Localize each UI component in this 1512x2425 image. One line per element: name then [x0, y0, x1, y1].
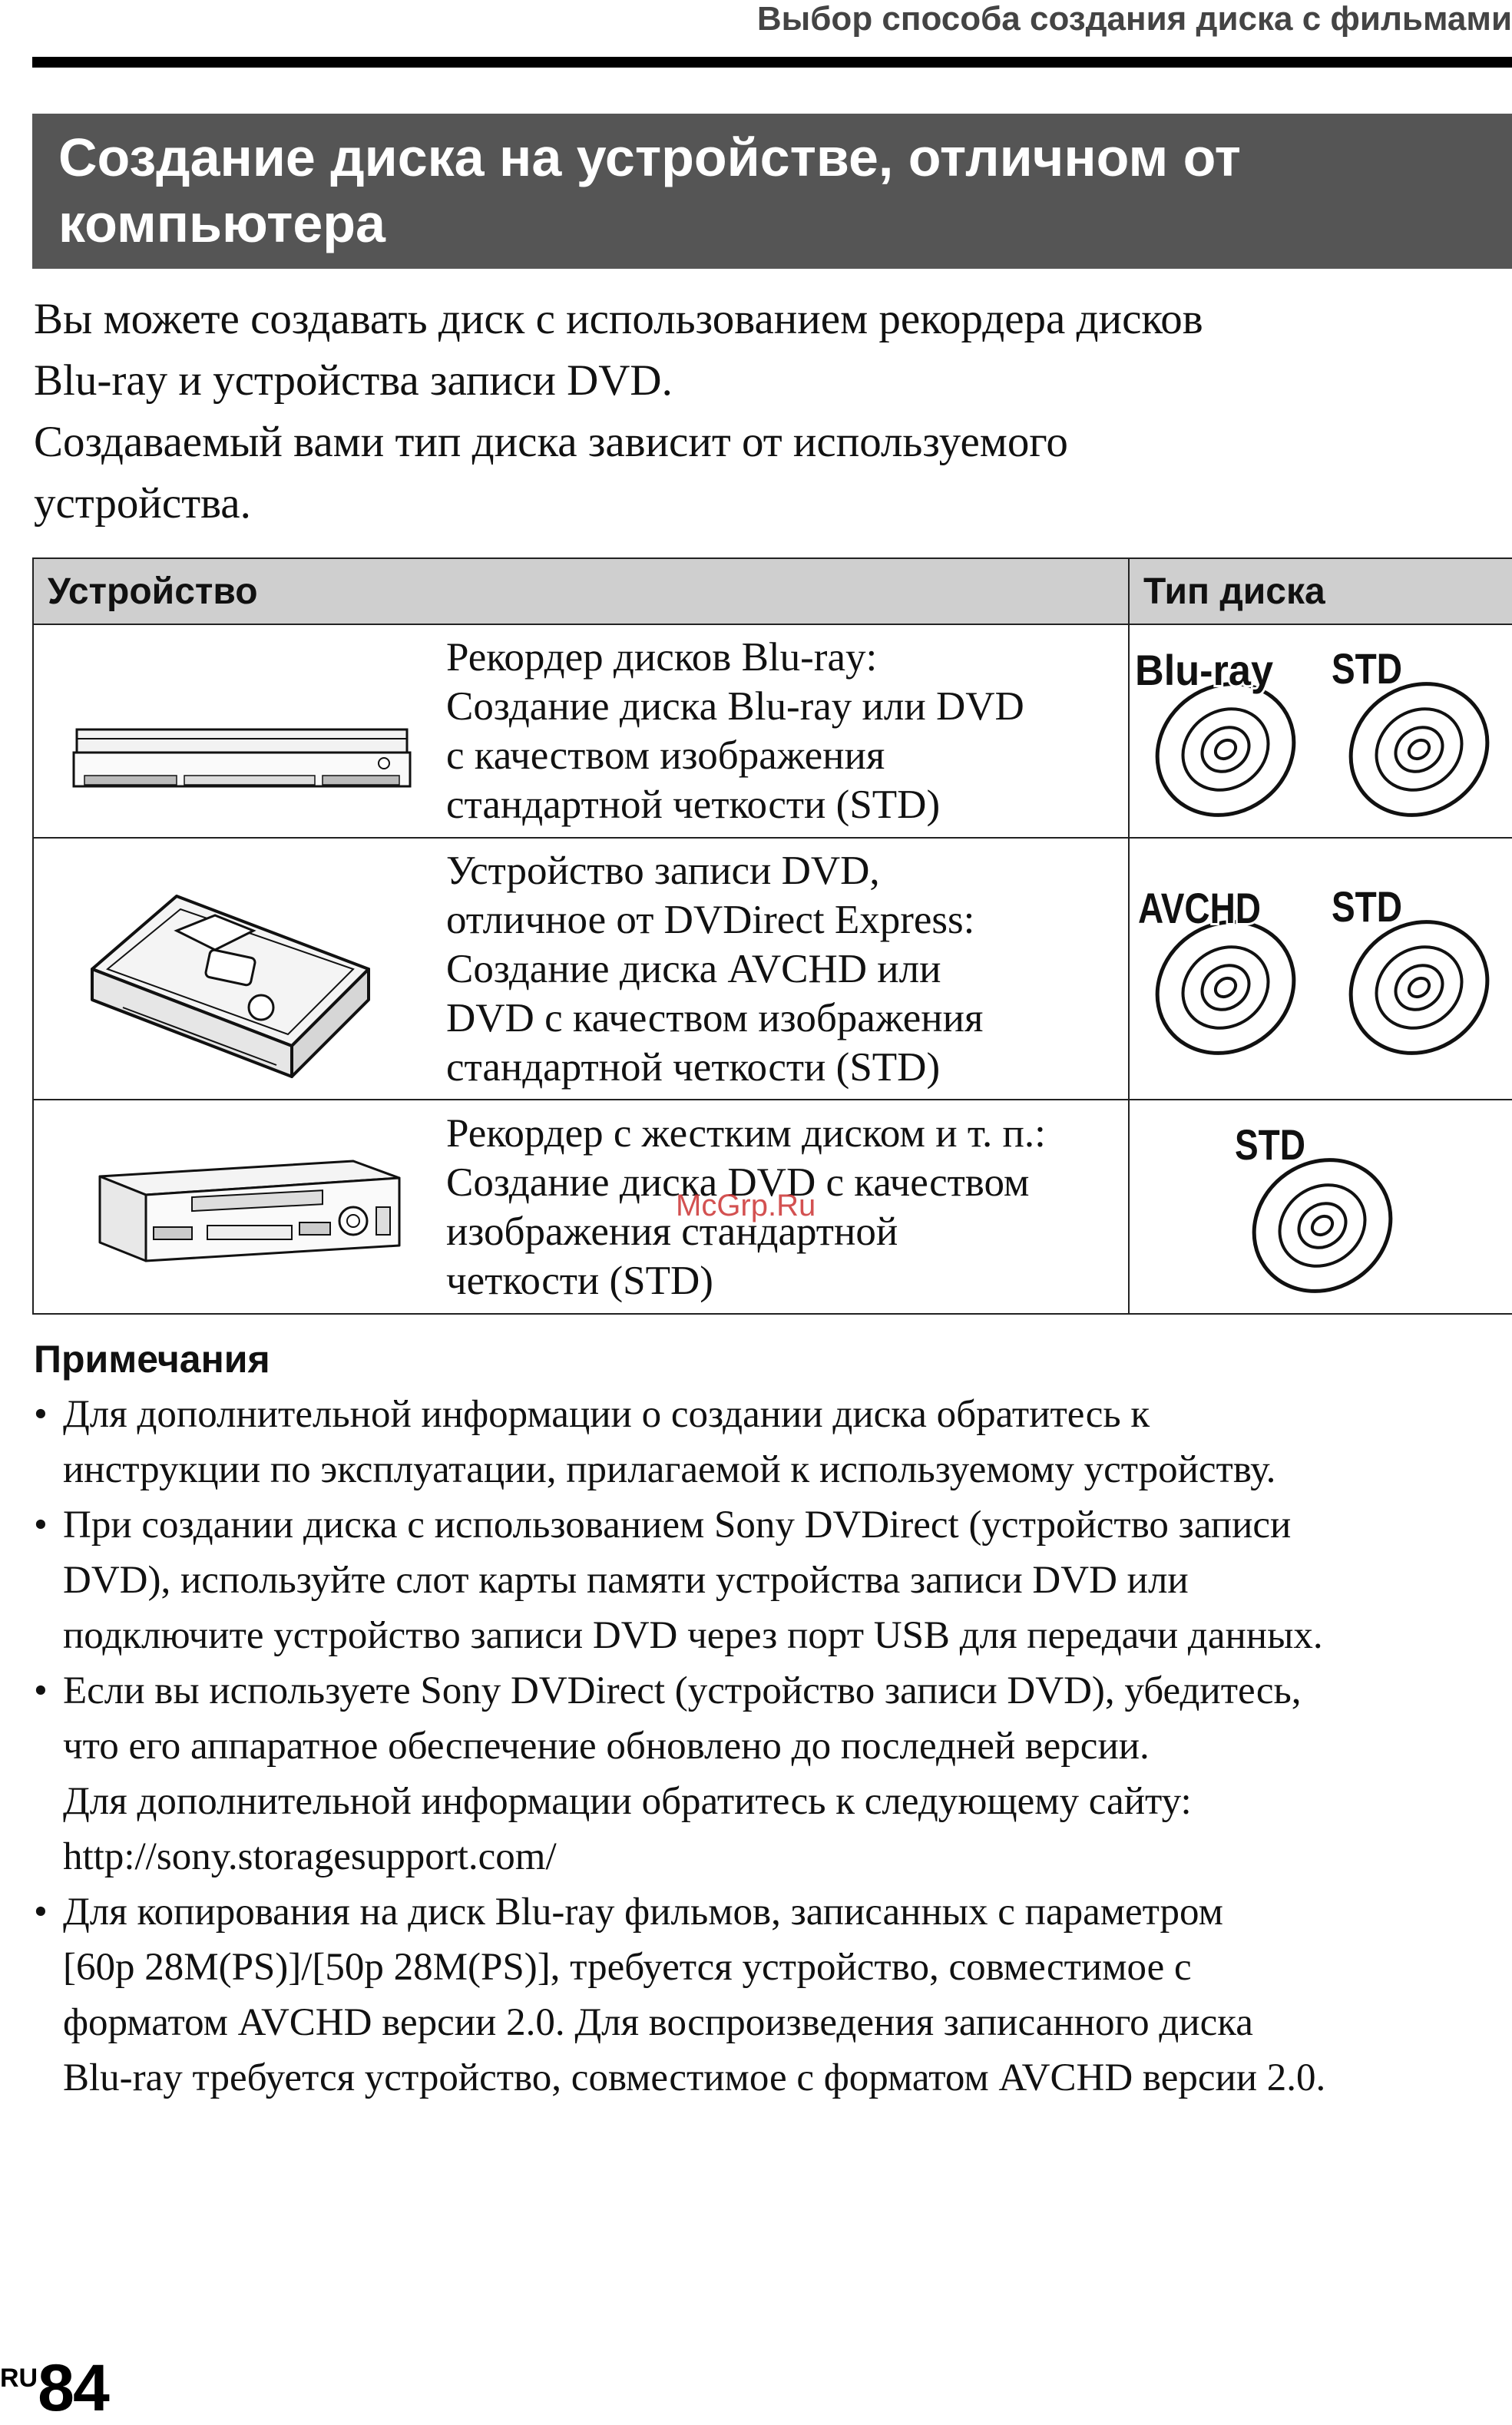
table-row: Устройство записи DVD, отличное от DVDir…: [32, 837, 1512, 1100]
description-line: Создание диска DVD с качеством: [446, 1160, 1030, 1205]
description-line: DVD с качеством изображения: [446, 995, 984, 1040]
note-line: При создании диска с использованием Sony…: [63, 1504, 1292, 1547]
note-line: Для дополнительной информации обратитесь…: [63, 1780, 1192, 1823]
note-line: DVD), используйте слот карты памяти устр…: [63, 1559, 1189, 1602]
note-link[interactable]: http://sony.storagesupport.com/: [63, 1835, 557, 1878]
description-line: Создание диска AVCHD или: [446, 946, 941, 991]
column-header-device: Устройство: [32, 557, 1130, 625]
note-line: [60p 28M(PS)]/[50p 28M(PS)], требуется у…: [63, 1946, 1192, 1989]
intro-line: устройства.: [34, 479, 251, 528]
device-description: Рекордер с жестким диском и т. п.: Созда…: [442, 1099, 1130, 1315]
list-item: Для копирования на диск Blu-ray фильмов,…: [34, 1884, 1512, 2106]
watermark: McGrp.Ru: [676, 1189, 816, 1222]
note-line: форматом AVCHD версии 2.0. Для воспроизв…: [63, 2001, 1253, 2044]
description-line: Устройство записи DVD,: [446, 848, 880, 893]
description-line: четкости (STD): [446, 1258, 713, 1303]
intro-line: Создаваемый вами тип диска зависит от ис…: [34, 418, 1068, 466]
description-line: стандартной четкости (STD): [446, 1044, 941, 1090]
section-title-line: компьютера: [58, 194, 385, 253]
page-language: RU: [0, 2364, 38, 2393]
disc-bluray-icon: Blu-ray: [1135, 642, 1313, 820]
section-title: Создание диска на устройстве, отличном о…: [32, 114, 1512, 269]
section-title-line: Создание диска на устройстве, отличном о…: [58, 127, 1241, 187]
note-line: инструкции по эксплуатации, прилагаемой …: [63, 1448, 1276, 1491]
note-line: Blu-ray требуется устройство, совместимо…: [63, 2056, 1326, 2099]
page-number: RU84: [0, 2355, 110, 2421]
bluray-recorder-icon: [72, 728, 411, 788]
note-line: что его аппаратное обеспечение обновлено…: [63, 1725, 1150, 1768]
list-item: Если вы используете Sony DVDirect (устро…: [34, 1663, 1512, 1884]
description-line: изображения стандартной: [446, 1209, 898, 1254]
intro-line: Вы можете создавать диск с использование…: [34, 295, 1203, 343]
disc-type-cell: STD: [1128, 1099, 1512, 1315]
device-image-cell: [32, 1099, 442, 1315]
page-number-value: 84: [38, 2351, 110, 2425]
device-description: Рекордер дисков Blu-ray: Создание диска …: [442, 624, 1130, 839]
description-line: Рекордер дисков Blu-ray:: [446, 635, 878, 680]
intro-line: Blu-ray и устройства записи DVD.: [34, 356, 673, 405]
svg-text:STD: STD: [1332, 882, 1402, 931]
notes-title: Примечания: [34, 1338, 270, 1381]
svg-text:STD: STD: [1235, 1120, 1305, 1169]
description-line: отличное от DVDirect Express:: [446, 897, 975, 942]
disc-std-icon: STD: [1328, 880, 1507, 1058]
column-header-disc-type: Тип диска: [1128, 557, 1512, 625]
note-line: Если вы используете Sony DVDirect (устро…: [63, 1669, 1302, 1712]
svg-text:AVCHD: AVCHD: [1138, 884, 1261, 932]
dvd-writer-icon: [90, 894, 370, 1078]
device-image-cell: [32, 624, 442, 839]
note-line: подключите устройство записи DVD через п…: [63, 1614, 1323, 1657]
device-description: Устройство записи DVD, отличное от DVDir…: [442, 837, 1130, 1100]
note-line: Для дополнительной информации о создании…: [63, 1393, 1150, 1436]
disc-type-cell: Blu-ray STD: [1128, 624, 1512, 839]
description-line: Рекордер с жестким диском и т. п.:: [446, 1110, 1046, 1156]
hdd-recorder-icon: [98, 1160, 400, 1262]
svg-text:Blu-ray: Blu-ray: [1135, 646, 1273, 694]
disc-type-cell: AVCHD STD: [1128, 837, 1512, 1100]
disc-std-icon: STD: [1232, 1118, 1410, 1296]
device-image-cell: [32, 837, 442, 1100]
description-line: с качеством изображения: [446, 733, 885, 778]
notes-list: Для дополнительной информации о создании…: [34, 1387, 1512, 2106]
intro-text: Вы можете создавать диск с использование…: [34, 289, 1493, 534]
note-line: Для копирования на диск Blu-ray фильмов,…: [63, 1891, 1223, 1934]
list-item: Для дополнительной информации о создании…: [34, 1387, 1512, 1497]
device-table: Устройство Тип диска Рекордер дисков B: [32, 557, 1512, 1315]
table-row: Рекордер с жестким диском и т. п.: Созда…: [32, 1099, 1512, 1315]
table-row: Рекордер дисков Blu-ray: Создание диска …: [32, 624, 1512, 839]
svg-text:STD: STD: [1332, 644, 1402, 693]
header-rule: [32, 57, 1512, 68]
disc-std-icon: STD: [1328, 642, 1507, 820]
running-header: Выбор способа создания диска с фильмами: [756, 0, 1512, 38]
description-line: Создание диска Blu-ray или DVD: [446, 684, 1024, 729]
description-line: стандартной четкости (STD): [446, 782, 941, 827]
list-item: При создании диска с использованием Sony…: [34, 1497, 1512, 1663]
disc-avchd-icon: AVCHD: [1135, 880, 1313, 1058]
